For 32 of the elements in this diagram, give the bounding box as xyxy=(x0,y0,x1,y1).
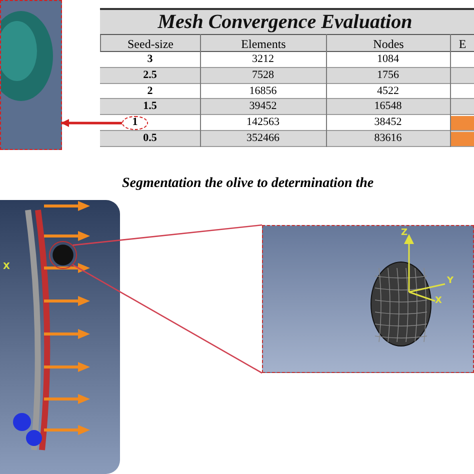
table-cell-text: 1.5 xyxy=(142,99,158,114)
table-cell-text: 16856 xyxy=(248,84,278,99)
highlight-ellipse: 1 xyxy=(122,116,148,130)
table-cell-text: 4522 xyxy=(376,84,400,99)
table-cell-text: 352466 xyxy=(246,131,280,146)
section-heading: Segmentation the olive to determination the xyxy=(122,176,374,192)
table-cell-text: 7528 xyxy=(251,68,275,83)
axis-label: X xyxy=(435,296,442,306)
axis-label: Z xyxy=(401,228,408,238)
beam-simulation-drawing xyxy=(0,200,120,474)
table-cell-text: 39452 xyxy=(248,99,278,114)
zoom-line xyxy=(72,264,262,374)
table-cell-text: 1084 xyxy=(376,52,400,67)
table-title: Mesh Convergence Evaluation xyxy=(156,10,414,34)
olive-mesh-drawing xyxy=(0,0,62,150)
table-cell-text: 83616 xyxy=(373,131,403,146)
axis-label: X xyxy=(3,262,10,272)
table-cell-text: 142563 xyxy=(246,115,280,130)
table-cell-text: 38452 xyxy=(373,115,403,130)
axis-label: Y xyxy=(447,276,454,286)
zoom-line xyxy=(72,224,262,246)
table-cell-text: 2 xyxy=(146,84,154,99)
table-cell-text: 2.5 xyxy=(142,68,158,83)
table-cell-text: 3212 xyxy=(251,52,275,67)
table-cell-text: 16548 xyxy=(373,99,403,114)
table-cell-text: 0.5 xyxy=(142,131,158,146)
table-cell-text: 1756 xyxy=(376,68,400,83)
column-header: Seed-size xyxy=(100,34,200,52)
olive-zoom-drawing xyxy=(262,225,474,373)
arrow xyxy=(61,119,122,127)
table-cell-text: 3 xyxy=(146,52,154,67)
zoom-circle xyxy=(49,241,77,269)
